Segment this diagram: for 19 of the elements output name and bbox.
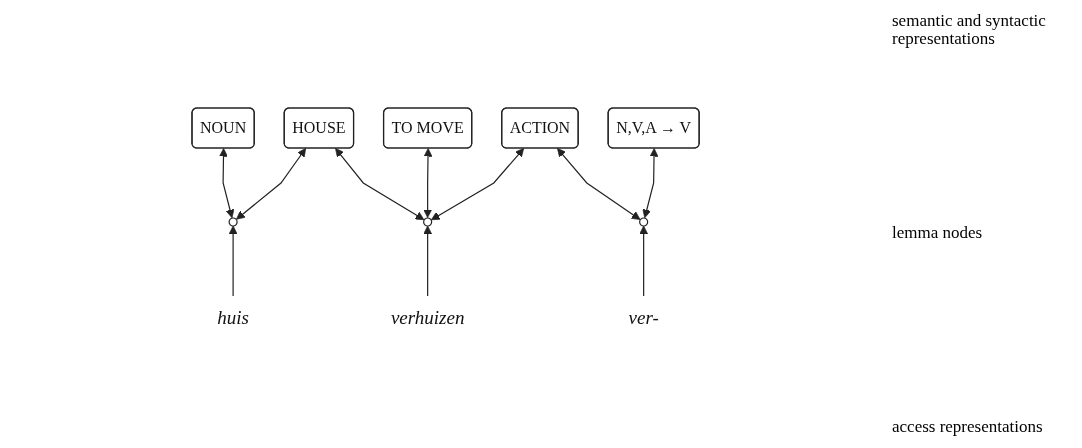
arrow (236, 147, 307, 220)
arrow (639, 225, 649, 297)
arrow (423, 225, 433, 297)
arrow (423, 147, 433, 218)
node-text: huis (217, 306, 250, 328)
arrow (557, 147, 641, 220)
node-circle (228, 217, 239, 227)
arrow (335, 147, 425, 220)
row-label: lemma nodes (892, 224, 984, 242)
arrow (642, 147, 659, 218)
arrow (219, 147, 235, 218)
node-text: ver- (628, 306, 660, 328)
node-text: verhuizen (391, 306, 465, 328)
arrow (431, 147, 525, 220)
node-circle (639, 217, 649, 227)
node-circle (423, 217, 433, 227)
arrow (229, 225, 238, 297)
row-label: access representations (892, 418, 1044, 436)
row-label: semantic and syntactic representations (892, 12, 1047, 48)
